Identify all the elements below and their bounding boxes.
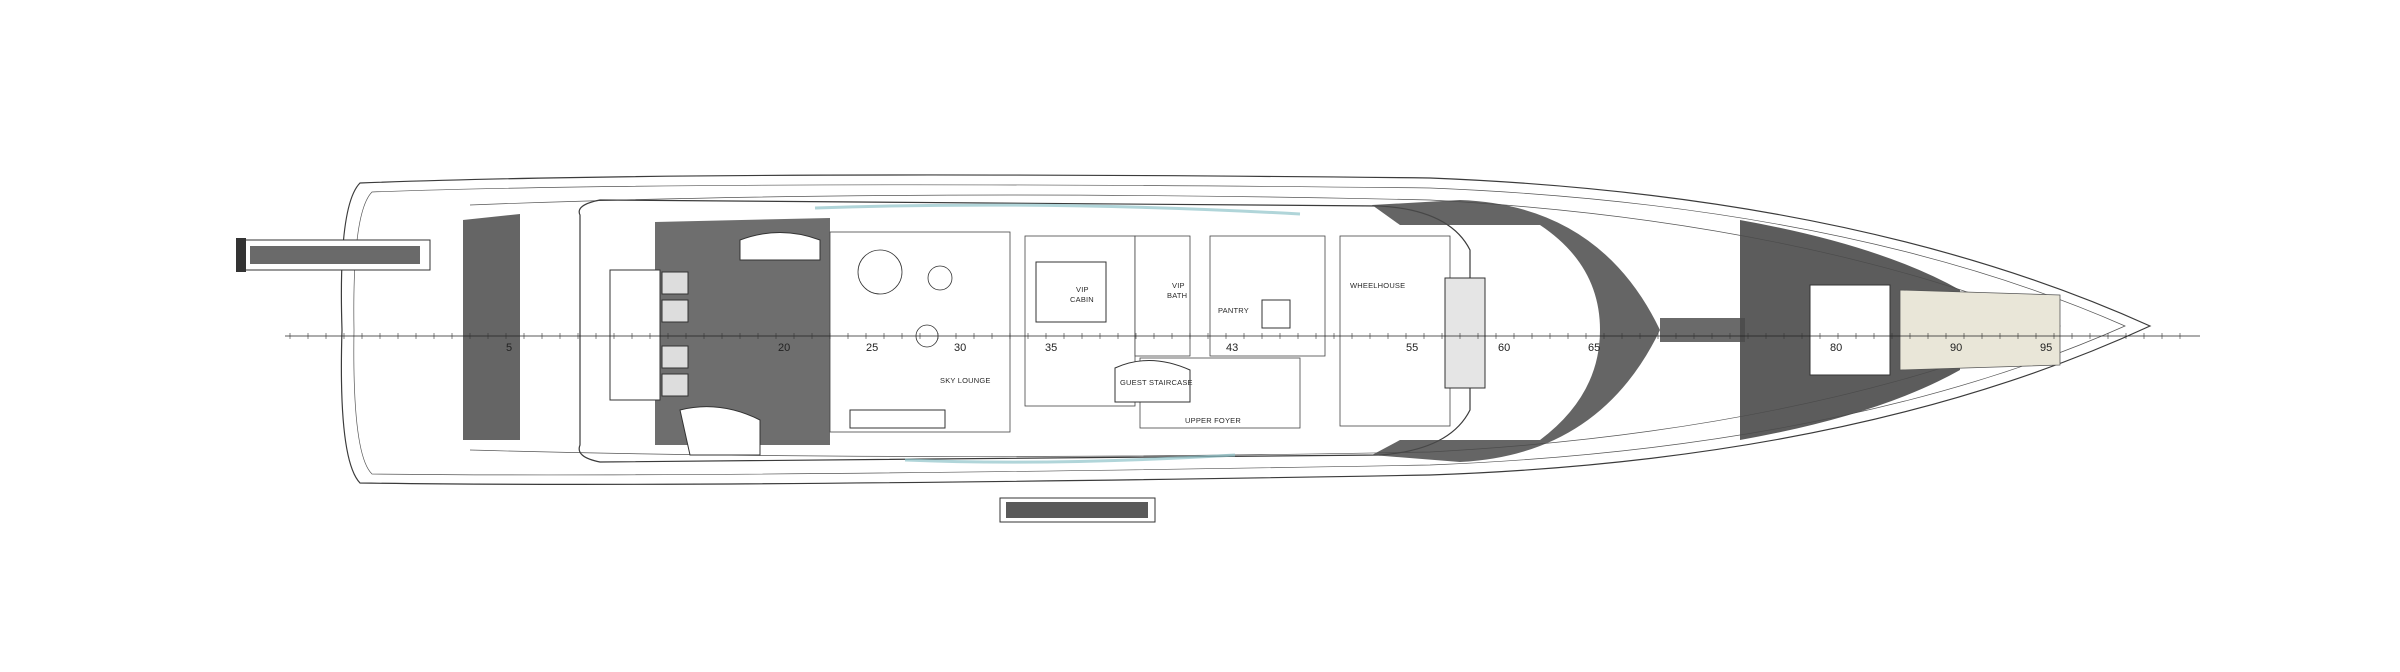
frame-5: 5	[506, 342, 512, 354]
frame-90: 90	[1950, 342, 1962, 354]
vip-bed	[1035, 261, 1107, 323]
lounge-table-round	[857, 249, 903, 295]
wheelhouse-room	[1339, 235, 1451, 427]
aft-deck-teak	[463, 214, 830, 445]
aft-stair-stbd	[679, 406, 761, 456]
label-upper-foyer: UPPER FOYER	[1185, 416, 1241, 425]
frame-20: 20	[778, 342, 790, 354]
foredeck-highlight	[1899, 289, 2061, 371]
aft-sofa	[609, 269, 689, 401]
foredeck-walkway	[1660, 318, 1745, 342]
label-vip-bath-1: VIP	[1172, 281, 1185, 290]
frame-35: 35	[1045, 342, 1057, 354]
label-vip-bath-2: BATH	[1167, 291, 1187, 300]
frame-60: 60	[1498, 342, 1510, 354]
windlass-block	[1809, 284, 1891, 376]
guest-staircase	[1114, 359, 1191, 403]
lounge-side-table	[927, 265, 953, 291]
helm-console	[1444, 277, 1486, 389]
aft-stair-port	[739, 232, 821, 261]
forward-wing-deck	[1372, 200, 1660, 462]
lift	[1261, 299, 1291, 329]
lounge-sofa	[849, 409, 946, 429]
frame-25: 25	[866, 342, 878, 354]
frame-95: 95	[2040, 342, 2052, 354]
frame-65: 65	[1588, 342, 1600, 354]
outer-hull	[340, 174, 2152, 485]
frame-30: 30	[954, 342, 966, 354]
frame-80: 80	[1830, 342, 1842, 354]
stern-passerelle	[236, 238, 431, 272]
label-vip-cabin-2: CABIN	[1070, 295, 1094, 304]
centreline-ticks	[289, 333, 2181, 339]
label-vip-cabin-1: VIP	[1076, 285, 1089, 294]
glazing-port	[814, 203, 1301, 216]
pantry-room	[1209, 235, 1326, 357]
label-guest-staircase: GUEST STAIRCASE	[1120, 378, 1193, 387]
side-boarding-ladder	[999, 497, 1156, 523]
frame-55: 55	[1406, 342, 1418, 354]
superstructure	[578, 199, 1471, 463]
label-pantry: PANTRY	[1218, 306, 1249, 315]
label-wheelhouse: WHEELHOUSE	[1350, 281, 1405, 290]
frame-43: 43	[1226, 342, 1238, 354]
label-sky-lounge: SKY LOUNGE	[940, 376, 991, 385]
glazing-stbd	[904, 453, 1236, 464]
